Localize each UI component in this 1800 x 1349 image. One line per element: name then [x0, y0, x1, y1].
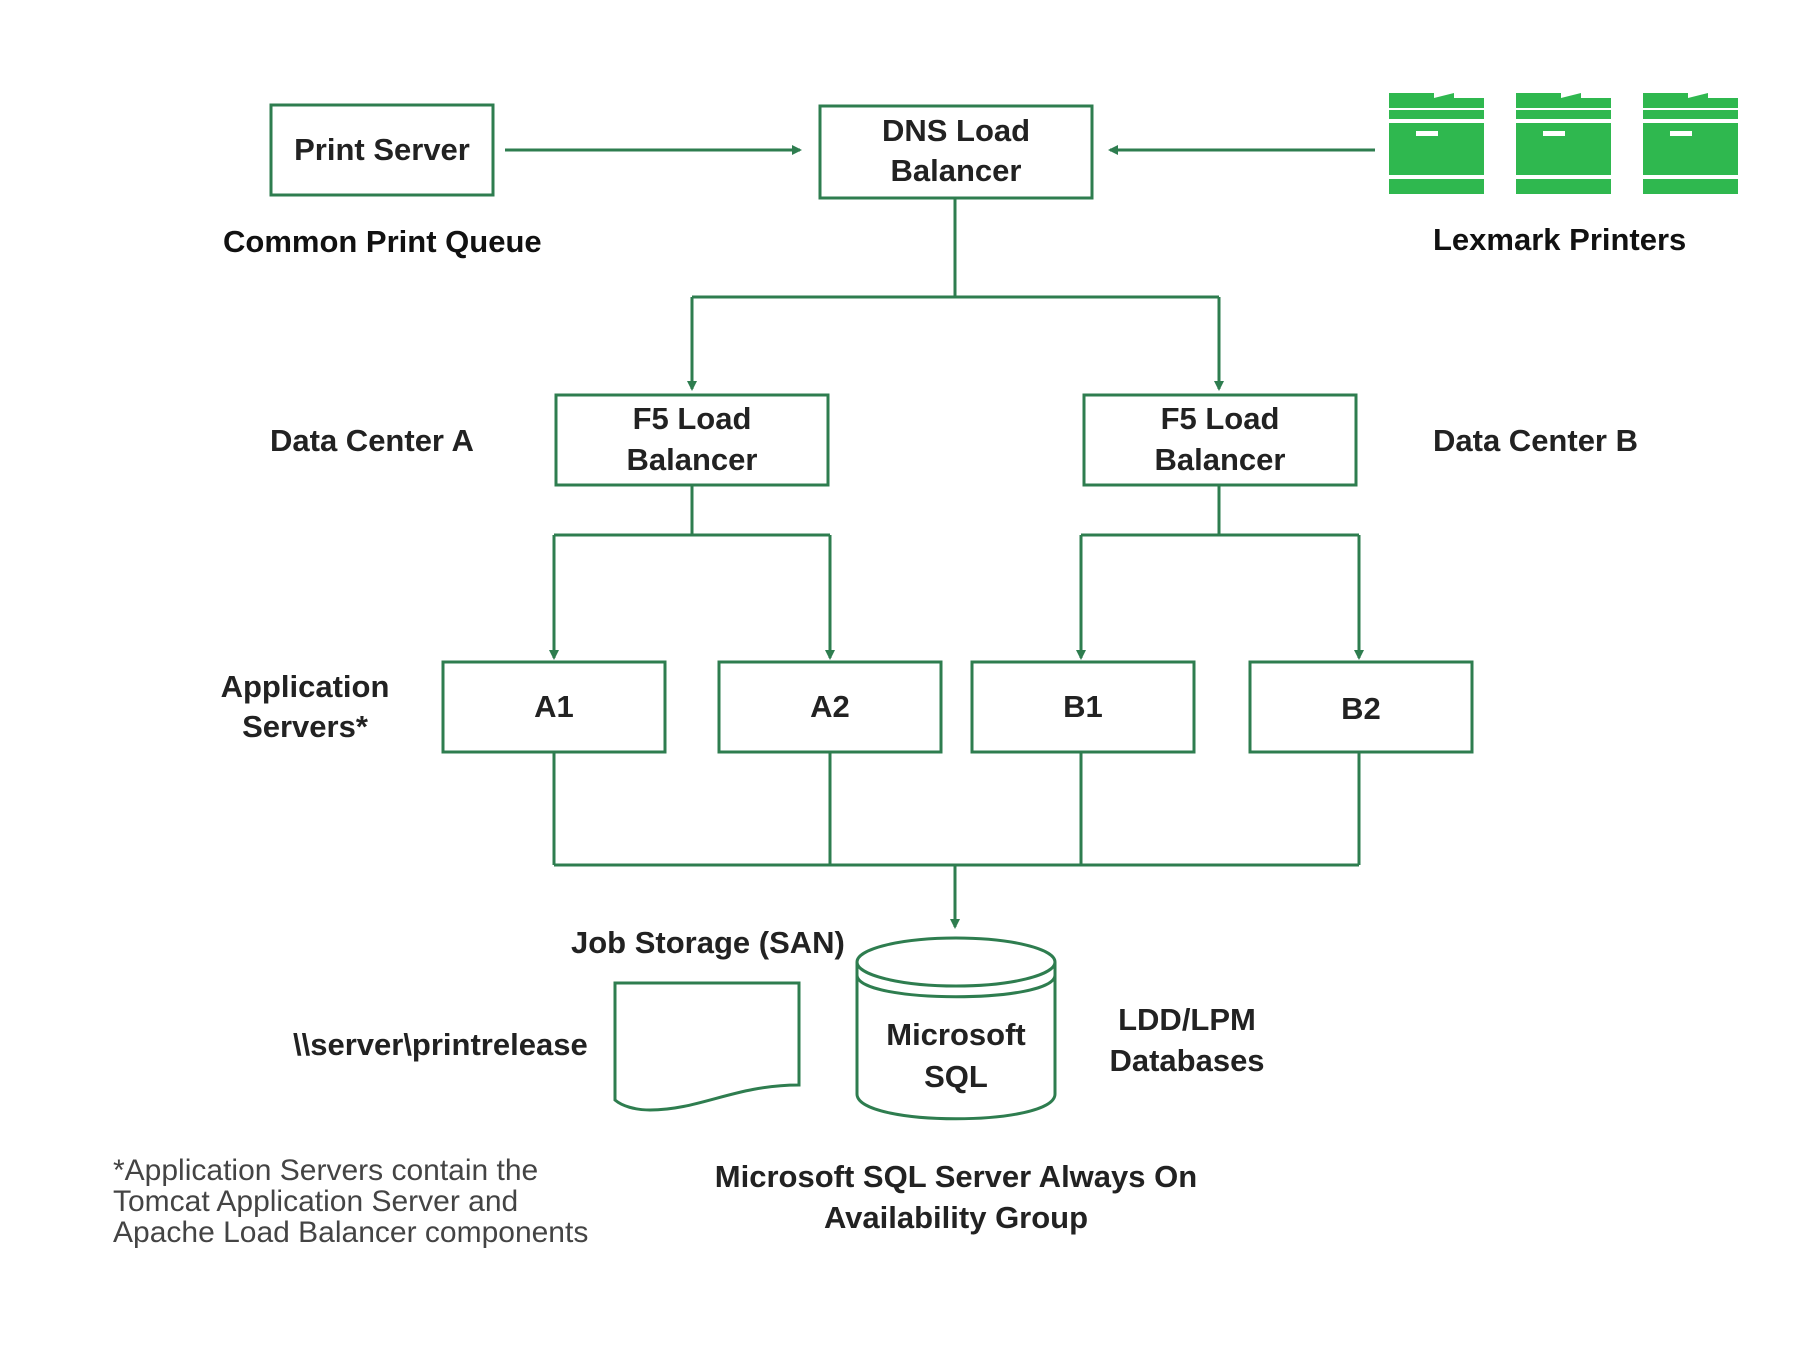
sql-group-label-line1: Microsoft SQL Server Always On [715, 1159, 1197, 1194]
printer-icon [1516, 93, 1611, 194]
common-print-queue-label: Common Print Queue [223, 224, 542, 259]
application-servers-label-line1: Application [221, 669, 390, 704]
a1-label: A1 [534, 689, 574, 724]
printer-icon [1643, 93, 1738, 194]
f5-b-label-line1: F5 Load [1161, 401, 1280, 436]
share-path-label: \\server\printrelease [293, 1027, 588, 1062]
b2-label: B2 [1341, 691, 1381, 726]
a2-label: A2 [810, 689, 850, 724]
document-icon [613, 981, 801, 1112]
b1-label: B1 [1063, 689, 1103, 724]
footnote-line2: Tomcat Application Server and [113, 1185, 518, 1218]
ldd-lpm-label-line2: Databases [1109, 1043, 1264, 1078]
app-server-a1-box: A1 [441, 660, 667, 754]
f5-a-label-line1: F5 Load [633, 401, 752, 436]
app-server-b1-box: B1 [970, 660, 1196, 754]
footnote-line1: *Application Servers contain the [113, 1154, 538, 1187]
app-server-a2-box: A2 [717, 660, 943, 754]
sql-group-label-line2: Availability Group [824, 1200, 1088, 1235]
database-icon: Microsoft SQL [855, 936, 1057, 1121]
print-server-label: Print Server [294, 132, 470, 167]
print-server-box: Print Server [269, 103, 495, 197]
lexmark-printers-label: Lexmark Printers [1433, 222, 1686, 257]
sql-label-line2: SQL [924, 1059, 988, 1094]
f5-load-balancer-b-box: F5 Load Balancer [1082, 393, 1358, 487]
sql-label-line1: Microsoft [886, 1017, 1026, 1052]
f5-a-label-line2: Balancer [627, 442, 758, 477]
connectors [505, 145, 1375, 929]
application-servers-label-line2: Servers* [242, 709, 369, 744]
job-storage-label: Job Storage (SAN) [571, 925, 845, 960]
app-server-b2-box: B2 [1248, 660, 1474, 754]
dns-load-balancer-label-line1: DNS Load [882, 113, 1030, 148]
dns-load-balancer-label-line2: Balancer [891, 153, 1022, 188]
data-center-b-label: Data Center B [1433, 423, 1638, 458]
f5-b-label-line2: Balancer [1155, 442, 1286, 477]
lexmark-printers-group [1389, 93, 1738, 194]
footnote: *Application Servers contain the Tomcat … [113, 1154, 588, 1249]
data-center-a-label: Data Center A [270, 423, 474, 458]
footnote-line3: Apache Load Balancer components [113, 1216, 588, 1249]
f5-load-balancer-a-box: F5 Load Balancer [554, 393, 830, 487]
ldd-lpm-label-line1: LDD/LPM [1118, 1002, 1256, 1037]
dns-load-balancer-box: DNS Load Balancer [818, 104, 1094, 200]
printer-icon [1389, 93, 1484, 194]
